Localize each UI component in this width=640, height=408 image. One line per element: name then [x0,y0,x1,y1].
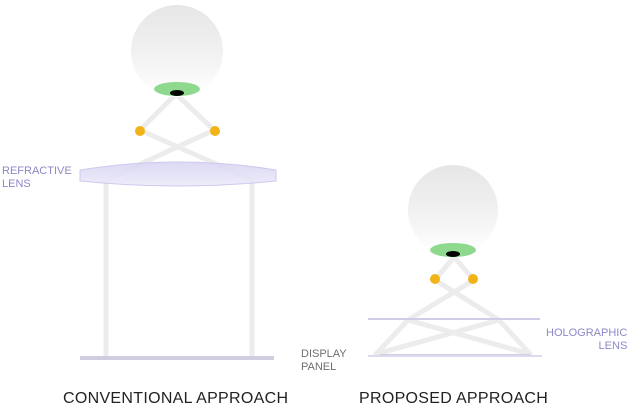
light-point-left [430,274,440,284]
proposed-beams [373,254,533,357]
conventional-eye [131,5,223,97]
conventional-setup [79,5,277,360]
holographic-lens-label-line1: HOLOGRAPHIC [546,327,628,339]
proposed-approach-caption: PROPOSED APPROACH [359,390,549,407]
pupil [170,90,184,96]
pupil-ring [430,243,476,257]
conventional-display-panel [80,356,274,360]
light-point-right [468,274,478,284]
holographic-lens-label: HOLOGRAPHIC LENS [546,327,627,353]
display-panel-label: DISPLAY PANEL [301,348,347,374]
pupil [446,251,460,257]
eyeball [131,5,223,97]
holographic-lens-label-line2: LENS [598,340,628,353]
proposed-setup [368,165,542,357]
light-point-right [210,126,220,136]
conventional-beams [103,91,255,359]
refractive-lens-label: REFRACTIVE LENS [2,165,72,191]
display-panel-label-line1: DISPLAY [301,348,347,360]
refractive-lens-label-line1: REFRACTIVE [2,165,72,177]
pupil-ring [154,82,200,96]
proposed-eye [408,165,498,257]
refractive-lens [79,161,277,187]
eyeball [408,165,498,255]
display-panel-label-line2: PANEL [301,361,337,374]
refractive-lens-label-line2: LENS [2,178,31,191]
conventional-approach-caption: CONVENTIONAL APPROACH [63,390,289,407]
light-point-left [135,126,145,136]
